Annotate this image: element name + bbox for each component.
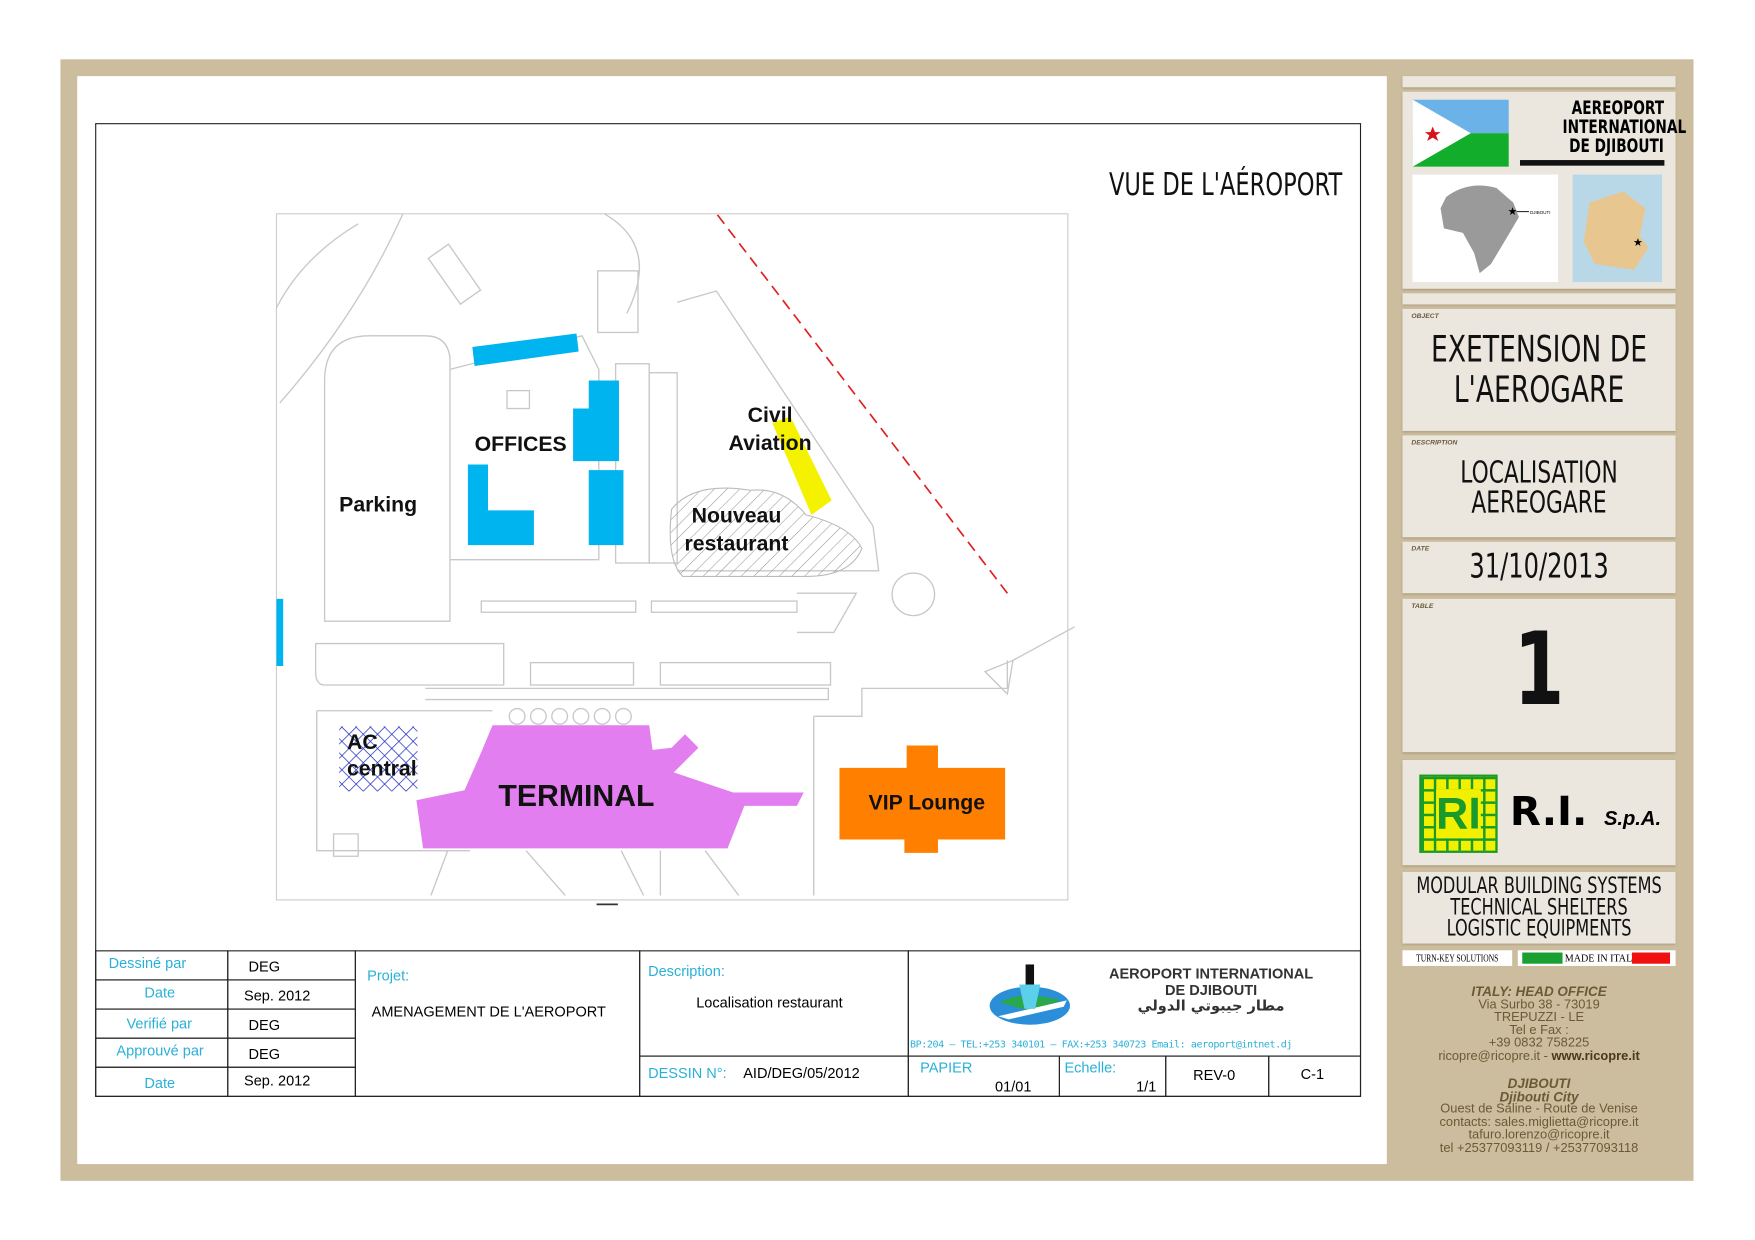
description-label: Description: (648, 962, 725, 980)
map-star-icon: ★ (1508, 206, 1518, 218)
projet-label: Projet: (367, 967, 410, 984)
vip-lounge-building (839, 745, 1006, 853)
djibouti-office-address: DJIBOUTI Djibouti City Ouest de Saline -… (1439, 1075, 1639, 1155)
made-in-italy-badge: MADE IN ITALY (1517, 950, 1676, 966)
row-value: DEG (248, 1045, 281, 1063)
services-box: MODULAR BUILDING SYSTEMS TECHNICAL SHELT… (1402, 871, 1676, 944)
description-value: Localisation restaurant (696, 993, 843, 1011)
panel-strip (1402, 76, 1676, 88)
label-ac: AC (347, 730, 378, 754)
panel-header-line: AEREOPORT (1571, 97, 1665, 120)
label-terminal: TERMINAL (498, 780, 654, 813)
label-nouveau: Nouveau (692, 504, 782, 528)
office-building (588, 470, 624, 546)
service-line: TECHNICAL SHELTERS (1450, 893, 1628, 921)
projet-value: AMENAGEMENT DE L'AEROPORT (371, 1002, 606, 1020)
row-label: Verifié par (126, 1015, 193, 1032)
label-offices: OFFICES (475, 432, 567, 456)
object-line: L'AEROGARE (1453, 367, 1625, 411)
dessin-label: DESSIN N°: (648, 1064, 727, 1082)
djibouti-flag-icon (1412, 99, 1509, 167)
papier-label: PAPIER (920, 1058, 973, 1076)
panel-header-line: DE DJIBOUTI (1569, 135, 1665, 158)
dessin-value: AID/DEG/05/2012 (743, 1064, 860, 1082)
service-line: MODULAR BUILDING SYSTEMS (1416, 871, 1662, 899)
office-building (573, 380, 619, 462)
boundary-line (716, 214, 1009, 594)
sheet-code: C-1 (1300, 1065, 1325, 1083)
service-line: LOGISTIC EQUIPMENTS (1446, 914, 1632, 942)
airport-name: AEROPORT INTERNATIONAL (1108, 964, 1314, 982)
date-value: 31/10/2013 (1469, 547, 1609, 587)
ri-logo-icon: RI (1419, 774, 1498, 853)
description-tag: DESCRIPTION (1411, 439, 1458, 447)
echelle-label: Echelle: (1064, 1058, 1117, 1076)
label-parking: Parking (339, 493, 417, 517)
table-number: 1 (1513, 611, 1565, 729)
panel-description: DESCRIPTION LOCALISATION AEREOGARE (1402, 435, 1676, 538)
svg-text:★: ★ (1633, 237, 1643, 249)
label-aviation: Aviation (729, 431, 812, 455)
row-value: DEG (248, 1016, 281, 1034)
row-label: Date (144, 1074, 176, 1092)
papier-value: 01/01 (995, 1077, 1032, 1095)
row-label: Date (144, 983, 176, 1001)
panel-date: DATE 31/10/2013 (1402, 541, 1676, 594)
map-label: DJIBOUTI (1530, 210, 1550, 215)
panel-object: OBJECT EXETENSION DE L'AEROGARE (1402, 308, 1676, 431)
panel-strip (1402, 293, 1676, 305)
terminal-building (416, 725, 804, 849)
label-civil: Civil (748, 403, 793, 427)
label-restaurant: restaurant (685, 532, 789, 556)
table-tag: TABLE (1411, 603, 1434, 611)
row-value: Sep. 2012 (244, 987, 311, 1005)
echelle-value: 1/1 (1136, 1077, 1157, 1095)
object-line: EXETENSION DE (1431, 326, 1648, 371)
africa-map: ★ DJIBOUTI (1412, 174, 1559, 283)
djibouti-map: ★ (1572, 174, 1663, 283)
airport-contact: BP:204 – TEL:+253 340101 – FAX:+253 3407… (909, 1039, 1292, 1052)
panel-table: TABLE 1 (1402, 598, 1676, 753)
airport-info: AEROPORT INTERNATIONAL DE DJIBOUTI مطار … (907, 950, 1362, 1057)
row-label: Dessiné par (108, 954, 187, 972)
label-central: central (347, 757, 417, 781)
airport-logo (989, 964, 1070, 1025)
panel-header: AEREOPORT INTERNATIONAL DE DJIBOUTI ★ DJI… (1402, 91, 1686, 289)
ac-central-area (339, 726, 418, 792)
turnkey-badge: TURN-KEY SOLUTIONS (1402, 950, 1513, 966)
description-line: AEREOGARE (1471, 485, 1607, 521)
office-building (472, 333, 579, 367)
office-strip (276, 598, 284, 666)
company-logo-box: RI R.I. S.p.A. (1402, 760, 1676, 866)
row-label: Approuvé par (116, 1042, 204, 1059)
object-tag: OBJECT (1411, 313, 1439, 321)
drawing-title: VUE DE L'AÉROPORT (1108, 165, 1343, 203)
restaurant-area (669, 487, 863, 577)
panel-header-line: INTERNATIONAL (1562, 116, 1687, 139)
website-link[interactable]: www.ricopre.it (1551, 1049, 1640, 1063)
company-name: R.I. (1509, 789, 1588, 835)
row-value: Sep. 2012 (244, 1072, 311, 1090)
site-outlines (275, 213, 1075, 896)
airport-name: DE DJIBOUTI (1164, 981, 1258, 999)
description-line: LOCALISATION (1460, 455, 1618, 491)
civil-aviation-building (772, 416, 832, 515)
label-vip-lounge: VIP Lounge (869, 790, 986, 814)
company-suffix: S.p.A. (1603, 807, 1662, 830)
airport-name-arabic: مطار جيبوتي الدولي (1137, 998, 1285, 1016)
row-value: DEG (248, 958, 281, 975)
date-tag: DATE (1411, 546, 1430, 553)
office-building (467, 464, 534, 546)
revision: REV-0 (1193, 1066, 1236, 1084)
italy-office-address: ITALY: HEAD OFFICE Via Surbo 38 - 73019 … (1438, 983, 1640, 1063)
